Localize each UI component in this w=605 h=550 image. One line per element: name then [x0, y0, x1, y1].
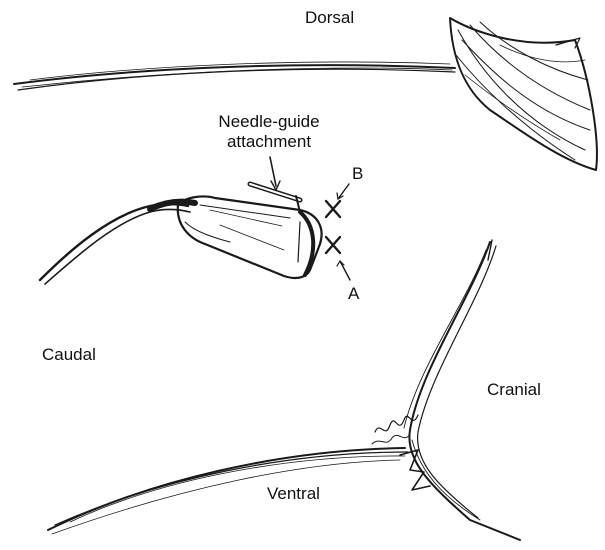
dorsal-line — [14, 62, 455, 90]
label-caudal: Caudal — [42, 345, 96, 365]
scapula-sketch — [450, 18, 597, 170]
label-point-b: B — [352, 164, 363, 184]
ultrasound-probe — [178, 184, 322, 278]
arrow-a — [340, 261, 350, 280]
label-needle-guide-line1: Needle-guide — [198, 112, 340, 132]
marker-b-x-icon — [326, 201, 340, 217]
ventral-line — [48, 448, 408, 534]
probe-cable — [40, 202, 195, 284]
label-needle-guide: Needle-guide attachment — [198, 112, 340, 151]
label-cranial: Cranial — [487, 380, 541, 400]
arrow-b — [338, 184, 349, 199]
label-point-a: A — [348, 284, 359, 304]
label-needle-guide-line2: attachment — [198, 132, 340, 152]
marker-a-x-icon — [326, 237, 340, 253]
label-ventral: Ventral — [267, 484, 320, 504]
label-dorsal: Dorsal — [305, 8, 354, 28]
